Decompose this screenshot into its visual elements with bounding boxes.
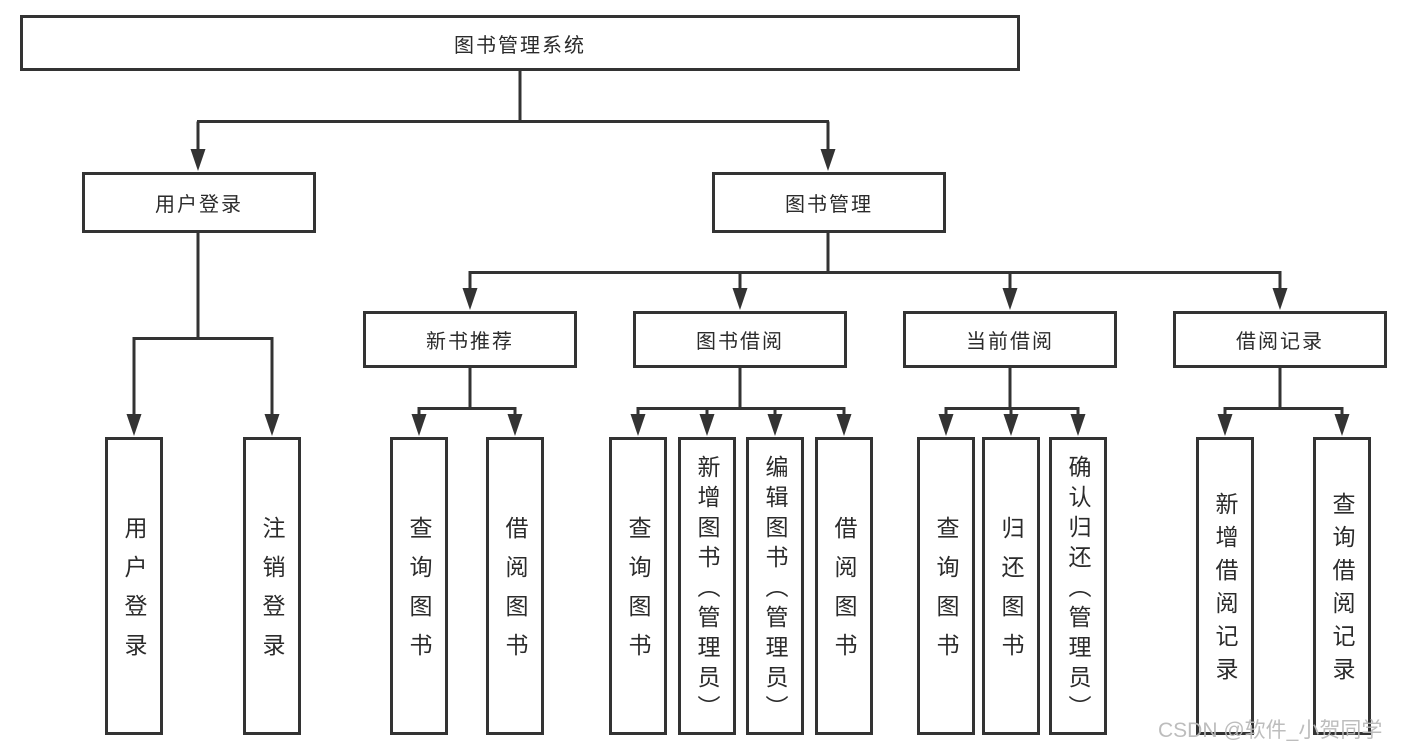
node-current-borrowing-label: 当前借阅 [966, 331, 1054, 353]
leaf-add-book-admin: 新增图书（管理员） [678, 437, 736, 735]
arrowhead [836, 414, 852, 436]
arrowhead [1217, 414, 1233, 436]
leaf-query-borrow-record: 查询借阅记录 [1313, 437, 1371, 735]
arrowhead [462, 288, 478, 310]
arrowhead [264, 414, 280, 436]
leaf-confirm-return-admin-label: 确认归还（管理员） [1065, 454, 1091, 725]
node-borrowing-records-label: 借阅记录 [1236, 331, 1324, 353]
arrowhead [411, 414, 427, 436]
arrowhead [190, 149, 206, 171]
leaf-query-books-3-label: 查询图书 [933, 516, 959, 672]
node-book-management: 图书管理 [712, 172, 946, 233]
arrowhead [630, 414, 646, 436]
leaf-borrow-books-2: 借阅图书 [815, 437, 873, 735]
leaf-query-borrow-record-label: 查询借阅记录 [1329, 492, 1355, 690]
leaf-return-book: 归还图书 [982, 437, 1040, 735]
arrowhead [699, 414, 715, 436]
arrowhead [732, 288, 748, 310]
leaf-query-books-1: 查询图书 [390, 437, 448, 735]
node-book-borrowing-label: 图书借阅 [696, 331, 784, 353]
arrowhead [1334, 414, 1350, 436]
node-user-login-label: 用户登录 [155, 194, 243, 216]
leaf-user-login-label: 用户登录 [121, 516, 147, 672]
arrowhead [507, 414, 523, 436]
leaf-add-borrow-record-label: 新增借阅记录 [1212, 492, 1238, 690]
node-book-management-label: 图书管理 [785, 194, 873, 216]
arrowhead [938, 414, 954, 436]
leaf-add-borrow-record: 新增借阅记录 [1196, 437, 1254, 735]
node-root-label: 图书管理系统 [454, 34, 586, 57]
leaf-edit-book-admin: 编辑图书（管理员） [746, 437, 804, 735]
leaf-borrow-books-1-label: 借阅图书 [502, 516, 528, 672]
leaf-edit-book-admin-label: 编辑图书（管理员） [762, 454, 788, 725]
node-root: 图书管理系统 [20, 15, 1020, 71]
leaf-query-books-2: 查询图书 [609, 437, 667, 735]
node-new-book-recommend-label: 新书推荐 [426, 331, 514, 353]
arrowhead [1002, 288, 1018, 310]
node-user-login: 用户登录 [82, 172, 316, 233]
arrowhead [1272, 288, 1288, 310]
arrowhead [820, 149, 836, 171]
leaf-logout-label: 注销登录 [259, 516, 285, 672]
leaf-borrow-books-1: 借阅图书 [486, 437, 544, 735]
leaf-query-books-3: 查询图书 [917, 437, 975, 735]
leaf-confirm-return-admin: 确认归还（管理员） [1049, 437, 1107, 735]
node-book-borrowing: 图书借阅 [633, 311, 847, 368]
arrowhead [126, 414, 142, 436]
leaf-borrow-books-2-label: 借阅图书 [831, 516, 857, 672]
leaf-user-login: 用户登录 [105, 437, 163, 735]
node-borrowing-records: 借阅记录 [1173, 311, 1387, 368]
leaf-query-books-1-label: 查询图书 [406, 516, 432, 672]
leaf-return-book-label: 归还图书 [998, 516, 1024, 672]
leaf-logout: 注销登录 [243, 437, 301, 735]
arrowhead [1070, 414, 1086, 436]
node-new-book-recommend: 新书推荐 [363, 311, 577, 368]
watermark: CSDN @软件_小贺同学 [1158, 719, 1383, 742]
node-current-borrowing: 当前借阅 [903, 311, 1117, 368]
leaf-query-books-2-label: 查询图书 [625, 516, 651, 672]
leaf-add-book-admin-label: 新增图书（管理员） [694, 454, 720, 725]
arrowhead [1003, 414, 1019, 436]
arrowhead [767, 414, 783, 436]
